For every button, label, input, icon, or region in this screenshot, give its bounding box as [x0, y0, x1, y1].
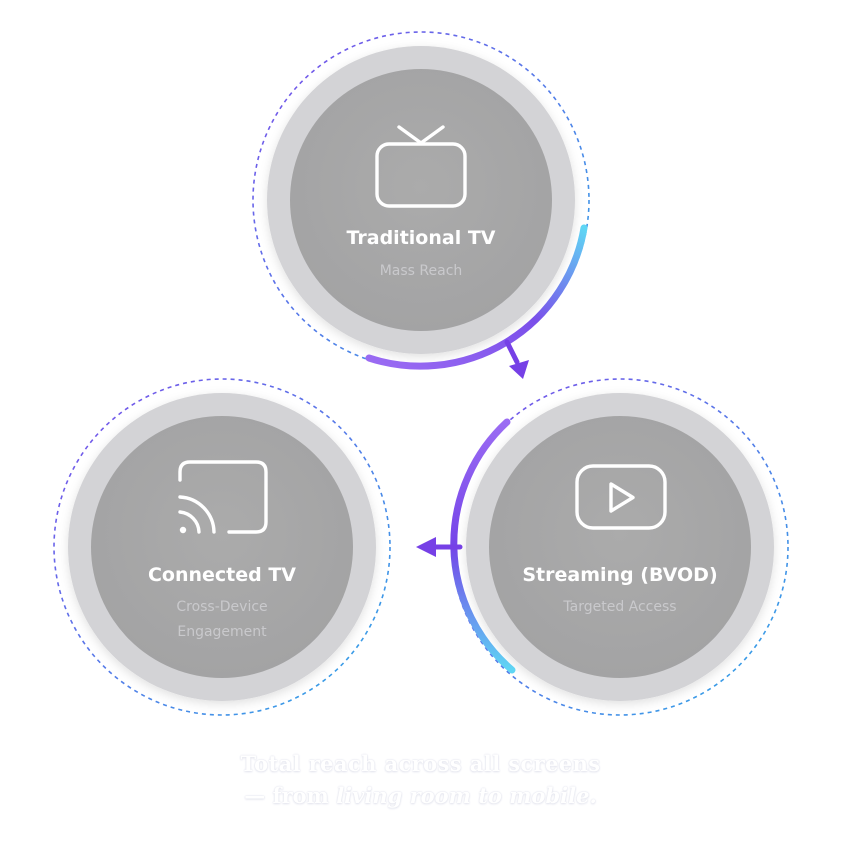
inner-circle [91, 416, 353, 678]
node-subtitle: Targeted Access [562, 599, 676, 615]
arrow-to-connected-tv [416, 537, 463, 557]
inner-circle [290, 69, 552, 331]
dashed-ring [451, 378, 789, 716]
arrow-to-streaming [504, 339, 529, 379]
dashed-ring [252, 31, 590, 369]
node-subtitle-line1: Cross-Device [176, 599, 267, 615]
node-subtitle-line2: Engagement [177, 624, 267, 640]
tagline-emphasis: living room to mobile. [336, 783, 597, 808]
inner-circle [489, 416, 751, 678]
node-connected-tv: Connected TV Cross-Device Engagement [53, 378, 391, 716]
node-subtitle: Mass Reach [380, 263, 463, 279]
tv-icon [375, 125, 467, 208]
node-traditional-tv: Traditional TV Mass Reach [252, 31, 590, 370]
tagline-line2: — from living room to mobile. [0, 782, 841, 810]
tagline-line1: Total reach across all screens [240, 751, 601, 776]
node-title: Streaming (BVOD) [522, 564, 717, 586]
node-streaming: Streaming (BVOD) Targeted Access [450, 378, 789, 716]
dashed-ring [53, 378, 391, 716]
node-title: Traditional TV [347, 227, 496, 249]
node-title: Connected TV [148, 564, 296, 586]
cast-icon [178, 460, 268, 534]
play-icon [575, 464, 667, 530]
tagline-prefix: — from [244, 783, 337, 808]
